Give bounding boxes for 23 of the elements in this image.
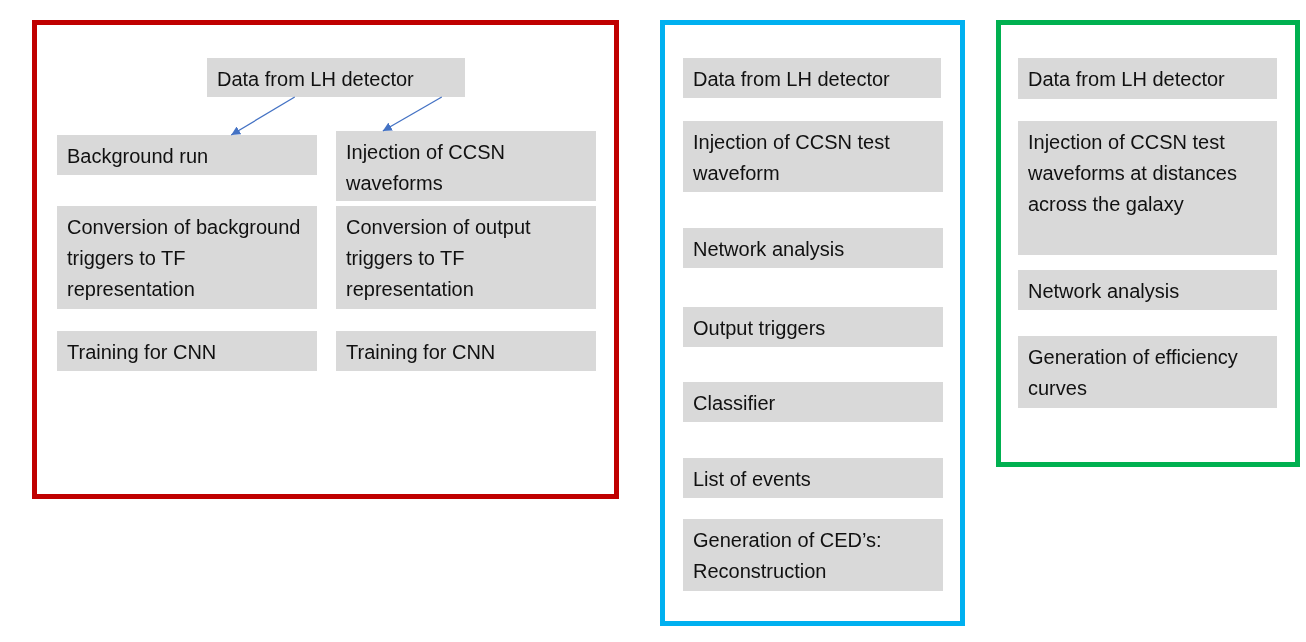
process-box: Injection of CCSN waveforms	[336, 131, 596, 201]
process-box: Generation of efficiency curves	[1018, 336, 1277, 408]
process-box: Network analysis	[1018, 270, 1277, 310]
process-box: Training for CNN	[57, 331, 317, 371]
process-box: Injection of CCSN test waveform	[683, 121, 943, 192]
process-box: Background run	[57, 135, 317, 175]
process-box: Data from LH detector	[1018, 58, 1277, 99]
process-box: Conversion of output triggers to TF representation	[336, 206, 596, 309]
process-box: Classifier	[683, 382, 943, 422]
process-box: Data from LH detector	[683, 58, 941, 98]
process-box: Generation of CED’s: Reconstruction	[683, 519, 943, 591]
process-box: Injection of CCSN test waveforms at distances across the galaxy	[1018, 121, 1277, 255]
process-box: Training for CNN	[336, 331, 596, 371]
group-frame	[660, 20, 965, 626]
arrow	[382, 96, 443, 132]
process-box: Conversion of background triggers to TF representation	[57, 206, 317, 309]
group-frame	[996, 20, 1300, 467]
arrow	[230, 96, 296, 136]
process-box: Output triggers	[683, 307, 943, 347]
process-box: Data from LH detector	[207, 58, 465, 97]
process-box: List of events	[683, 458, 943, 498]
process-box: Network analysis	[683, 228, 943, 268]
group-frame	[32, 20, 619, 499]
